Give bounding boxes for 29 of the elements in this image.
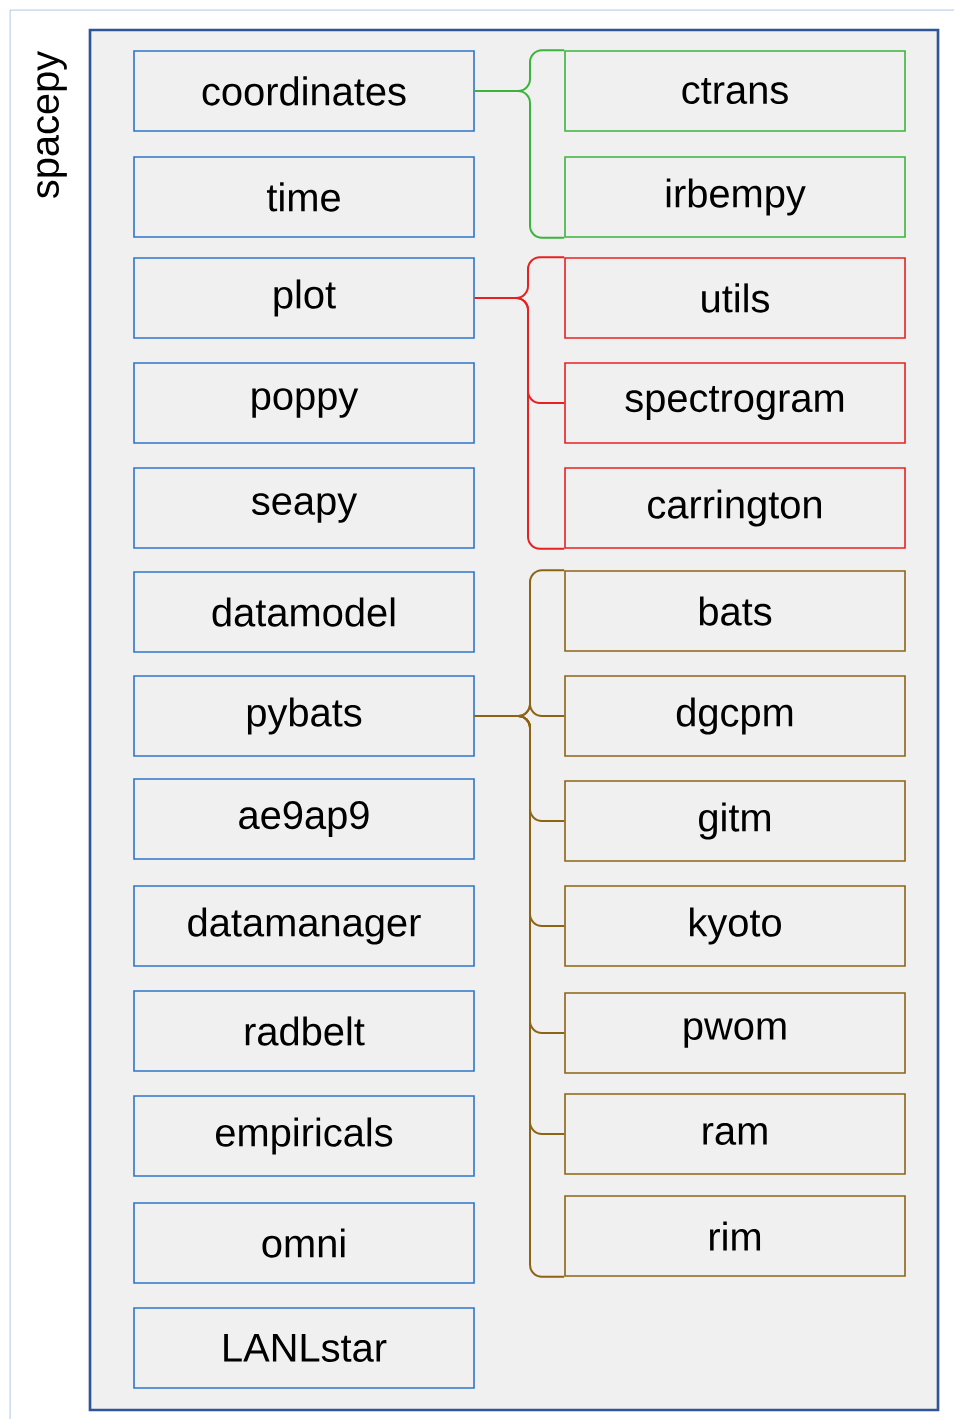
module-box: ae9ap9 [133, 778, 475, 860]
module-box: carrington [564, 467, 906, 549]
module-box: kyoto [564, 885, 906, 967]
panel-title: spacepy [37, 50, 67, 199]
module-box: gitm [564, 780, 906, 862]
brace-connector [473, 297, 566, 550]
module-box: bats [564, 570, 906, 652]
module-box: time [133, 156, 475, 238]
module-box: poppy [133, 362, 475, 444]
module-box: radbelt [133, 990, 475, 1072]
module-box: datamodel [133, 571, 475, 653]
brace-connector [473, 90, 566, 239]
module-box: LANLstar [133, 1307, 475, 1389]
module-box: pwom [564, 992, 906, 1074]
module-box: seapy [133, 467, 475, 549]
module-box: rim [564, 1195, 906, 1277]
module-box: ram [564, 1093, 906, 1175]
brace-connector [473, 715, 566, 1278]
module-box: spectrogram [564, 362, 906, 444]
module-box: ctrans [564, 50, 906, 132]
module-box: plot [133, 257, 475, 339]
module-box: irbempy [564, 156, 906, 238]
module-box: omni [133, 1202, 475, 1284]
module-box: empiricals [133, 1095, 475, 1177]
module-box: datamanager [133, 885, 475, 967]
module-box: pybats [133, 675, 475, 757]
module-box: dgcpm [564, 675, 906, 757]
module-box: utils [564, 257, 906, 339]
module-box: coordinates [133, 50, 475, 132]
